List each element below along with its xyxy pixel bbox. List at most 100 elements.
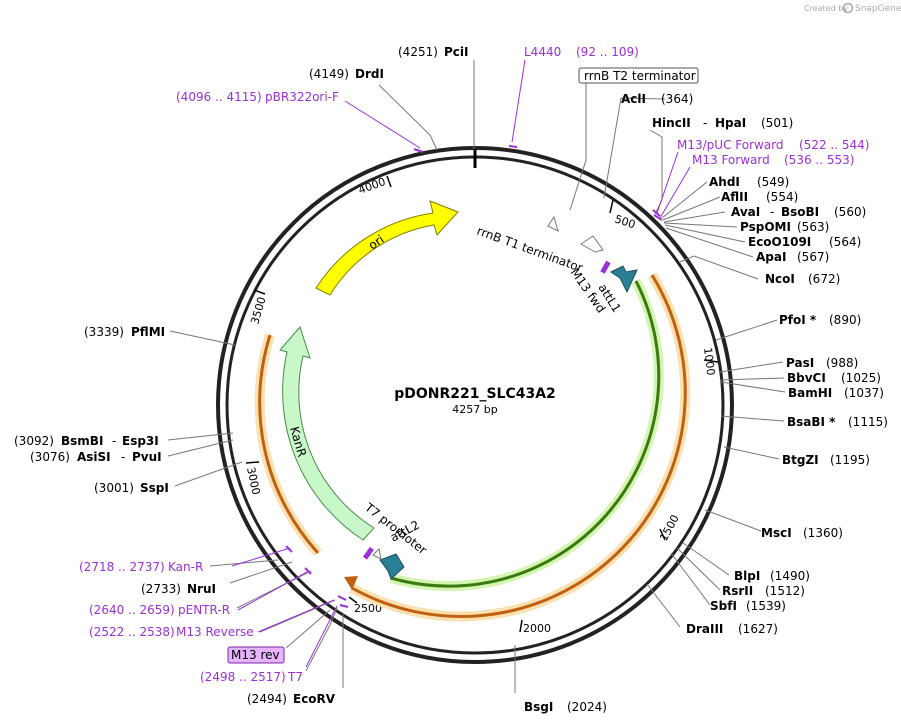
ori-feature: ori bbox=[315, 200, 459, 296]
m13-rev-box bbox=[227, 646, 285, 664]
avai-pos: (560) bbox=[834, 205, 866, 219]
pflmi-pos: (3339) bbox=[84, 325, 124, 339]
ncoi-pos: (672) bbox=[808, 272, 840, 286]
nrui-pos: (2733) bbox=[141, 582, 181, 596]
pasi-name: PasI bbox=[786, 356, 814, 370]
asisi-pos: (3076) bbox=[30, 450, 70, 464]
rrnb-t2-box bbox=[578, 67, 699, 84]
draiii-pos: (1627) bbox=[738, 622, 778, 636]
hincii-pos: (501) bbox=[761, 116, 793, 130]
bsabi-pos: (1115) bbox=[848, 415, 888, 429]
rrnb-terminators: rrnB T1 terminator bbox=[475, 215, 604, 275]
backbone-outer-ring bbox=[216, 146, 734, 664]
pvui-name: PvuI bbox=[132, 450, 162, 464]
tick-1000: 1000 bbox=[701, 347, 717, 376]
orange-feature-arcs bbox=[254, 272, 691, 622]
pentr-pos: (2640 .. 2659) bbox=[89, 603, 175, 617]
pbr322-pos: (4096 .. 4115) bbox=[176, 90, 262, 104]
hpai-name: HpaI bbox=[715, 116, 746, 130]
blpi-pos: (1490) bbox=[770, 569, 810, 583]
ecorv-pos: (2494) bbox=[247, 692, 287, 706]
rsrii-name: RsrII bbox=[722, 584, 753, 598]
plasmid-name: pDONR221_SLC43A2 bbox=[394, 386, 556, 402]
sspi-pos: (3001) bbox=[94, 481, 134, 495]
l4440-pos: (92 .. 109) bbox=[576, 45, 639, 59]
pspomi-pos: (563) bbox=[797, 220, 829, 234]
tick-500: 500 bbox=[613, 212, 637, 231]
bsobi-name: BsoBI bbox=[781, 205, 819, 219]
ncoi-name: NcoI bbox=[765, 272, 795, 286]
eco0109i-pos: (564) bbox=[829, 235, 861, 249]
sspi-name: SspI bbox=[140, 481, 169, 495]
tick-2000: 2000 bbox=[523, 622, 551, 635]
kan-r-pos: (2718 .. 2737) bbox=[79, 560, 165, 574]
pbr322-name: pBR322ori-F bbox=[265, 90, 339, 104]
insert-arc bbox=[389, 278, 664, 592]
bsmbi-name: BsmBI bbox=[61, 434, 103, 448]
acli-pos: (364) bbox=[661, 92, 693, 106]
btgzi-pos: (1195) bbox=[830, 453, 870, 467]
pfoi-pos: (890) bbox=[829, 313, 861, 327]
bsmbi-pos: (3092) bbox=[14, 434, 54, 448]
labels-right: (4251) PciI (4149) DrdI (4096 .. 4115) p… bbox=[176, 45, 888, 714]
sbfi-name: SbfI bbox=[710, 599, 737, 613]
avai-sep: - bbox=[770, 205, 774, 219]
hincii-name: HincII bbox=[652, 116, 691, 130]
pcii-name: PciI bbox=[444, 45, 469, 59]
draiii-name: DraIII bbox=[686, 622, 723, 636]
pentr-name: pENTR-R bbox=[178, 603, 230, 617]
pflmi-name: PflMI bbox=[131, 325, 165, 339]
hincii-sep: - bbox=[703, 116, 707, 130]
btgzi-name: BtgZI bbox=[782, 453, 819, 467]
esp3i-name: Esp3I bbox=[122, 434, 159, 448]
bamhi-pos: (1037) bbox=[844, 386, 884, 400]
primer-leaders bbox=[231, 59, 691, 668]
ahdi-name: AhdI bbox=[709, 175, 740, 189]
drdi-pos: (4149) bbox=[309, 67, 349, 81]
snapgene-logo-icon bbox=[842, 2, 854, 14]
m13-rev-label: M13 rev bbox=[231, 648, 280, 662]
bsmbi-sep: - bbox=[112, 434, 116, 448]
apai-name: ApaI bbox=[756, 250, 786, 264]
credit-text: Created by bbox=[804, 4, 848, 13]
bamhi-name: BamHI bbox=[788, 386, 832, 400]
bsabi-name: BsaBI * bbox=[787, 415, 836, 429]
leader-lines bbox=[167, 60, 786, 693]
tick-3000: 3000 bbox=[244, 466, 263, 496]
bbvci-name: BbvCI bbox=[787, 371, 826, 385]
t7-name: T7 bbox=[287, 670, 303, 684]
m13puc-pos: (522 .. 544) bbox=[799, 138, 869, 152]
ecorv-name: EcoRV bbox=[293, 692, 336, 706]
l4440-name: L4440 bbox=[524, 45, 561, 59]
m13reverse-pos: (2522 .. 2538) bbox=[89, 625, 175, 639]
pfoi-name: PfoI * bbox=[779, 313, 817, 327]
apai-pos: (567) bbox=[797, 250, 829, 264]
tick-2500: 2500 bbox=[354, 602, 382, 615]
m13fwd-pos: (536 .. 553) bbox=[784, 153, 854, 167]
rrnb-t1-label: rrnB T1 terminator bbox=[475, 224, 585, 275]
rsrii-pos: (1512) bbox=[765, 584, 805, 598]
m13reverse-name: M13 Reverse bbox=[176, 625, 254, 639]
asisi-sep: - bbox=[121, 450, 125, 464]
bsgi-name: BsgI bbox=[524, 700, 553, 714]
tick-4000: 4000 bbox=[357, 175, 388, 197]
pasi-pos: (988) bbox=[826, 356, 858, 370]
sbfi-pos: (1539) bbox=[746, 599, 786, 613]
rrnb-t2-label: rrnB T2 terminator bbox=[584, 69, 696, 83]
asisi-name: AsiSI bbox=[77, 450, 111, 464]
snapgene-credit: Created by SnapGene bbox=[804, 2, 901, 14]
pcii-pos: (4251) bbox=[398, 45, 438, 59]
kan-r-name: Kan-R bbox=[168, 560, 203, 574]
t7-pos: (2498 .. 2517) bbox=[200, 670, 286, 684]
avai-name: AvaI bbox=[731, 205, 760, 219]
aflii-pos: (554) bbox=[766, 190, 798, 204]
drdi-name: DrdI bbox=[355, 67, 384, 81]
pspomi-name: PspOMI bbox=[740, 220, 791, 234]
m13fwd-name: M13 Forward bbox=[692, 153, 770, 167]
kanr-feature: KanR bbox=[279, 326, 375, 541]
bbvci-pos: (1025) bbox=[841, 371, 881, 385]
ahdi-pos: (549) bbox=[757, 175, 789, 189]
nrui-name: NruI bbox=[187, 582, 216, 596]
attl2-feature: T7 promoter attL2 bbox=[361, 500, 430, 580]
acli-name: AclI bbox=[621, 92, 646, 106]
